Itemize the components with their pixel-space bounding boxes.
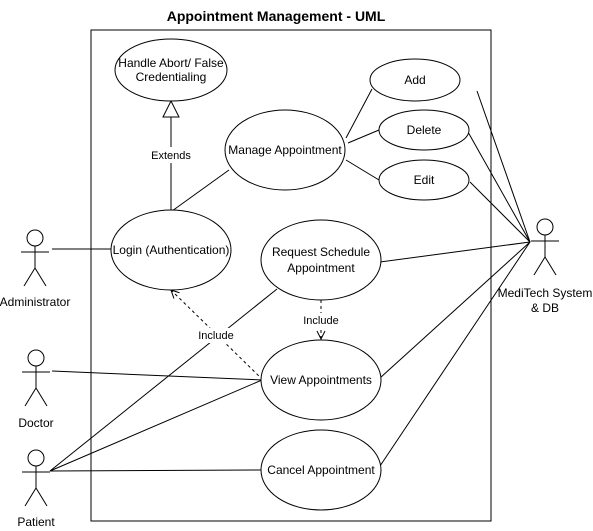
include-label-bg-2	[196, 328, 236, 343]
line-edit-system	[469, 181, 531, 243]
use-case-login-label: Login (Authentication)	[113, 243, 230, 257]
extends-label-bg	[149, 147, 193, 163]
use-case-delete-label: Delete	[407, 123, 442, 137]
use-case-cancel-ellipse	[260, 429, 382, 511]
extends-label: Extends	[151, 150, 191, 162]
use-case-add: Add	[369, 58, 461, 102]
line-patient-cancel	[49, 469, 264, 472]
use-case-delete-ellipse	[378, 109, 470, 151]
actor-doctor-label: Doctor	[18, 416, 53, 430]
line-add-system	[476, 90, 531, 243]
line-manage-delete	[347, 129, 380, 144]
stick-figure-icon	[22, 349, 50, 407]
use-case-add-ellipse	[369, 58, 461, 102]
include-label-bg-1	[301, 313, 341, 328]
actor-doctor: Doctor	[18, 349, 54, 430]
use-case-edit: Edit	[378, 159, 470, 201]
association-lines	[49, 88, 531, 472]
use-case-request: Request Schedule Appointment	[260, 219, 382, 301]
use-case-cancel: Cancel Appointment	[260, 429, 382, 511]
use-case-handle-abort-line1: Handle Abort/ False	[118, 56, 224, 70]
use-case-view-label: View Appointments	[270, 373, 372, 387]
use-case-request-line1: Request Schedule	[272, 245, 370, 259]
line-patient-view	[49, 379, 263, 472]
include-label-view-login: Include	[198, 330, 233, 342]
use-case-edit-label: Edit	[414, 173, 435, 187]
line-patient-request	[49, 288, 278, 472]
line-view-system	[379, 241, 531, 379]
line-login-manage	[171, 169, 230, 212]
use-case-manage-ellipse	[224, 109, 346, 191]
use-case-login-ellipse	[110, 209, 232, 291]
line-manage-edit	[345, 159, 380, 181]
line-doctor-view	[51, 370, 264, 381]
use-case-view: View Appointments	[260, 339, 382, 421]
diagram-title: Appointment Management - UML	[167, 8, 386, 24]
use-case-edit-ellipse	[378, 159, 470, 201]
use-case-cancel-label: Cancel Appointment	[267, 463, 375, 477]
use-case-manage: Manage Appointment	[224, 109, 346, 191]
use-case-handle-abort-line2: Credentialing	[136, 70, 207, 84]
line-delete-system	[467, 131, 531, 243]
use-case-request-ellipse	[260, 219, 382, 301]
stick-figure-icon	[21, 229, 49, 287]
stick-figure-icon	[22, 449, 50, 507]
use-case-login: Login (Authentication)	[110, 209, 232, 291]
use-case-delete: Delete	[378, 109, 470, 151]
use-case-handle-abort-ellipse	[114, 38, 228, 102]
actor-patient: Patient	[17, 449, 55, 529]
use-case-manage-label: Manage Appointment	[228, 143, 342, 157]
line-cancel-system	[379, 241, 531, 467]
include-label-request-view: Include	[303, 315, 338, 327]
line-manage-add	[345, 88, 373, 139]
actor-administrator-label: Administrator	[0, 295, 70, 309]
actor-system-label-line2: & DB	[531, 301, 559, 315]
actor-patient-label: Patient	[17, 515, 55, 529]
use-case-view-ellipse	[260, 339, 382, 421]
use-case-handle-abort: Handle Abort/ False Credentialing	[114, 38, 228, 102]
use-case-request-line2: Appointment	[287, 261, 355, 275]
actor-system-label-line1: MediTech System	[498, 286, 593, 300]
stick-figure-icon	[531, 218, 559, 276]
line-request-system	[379, 241, 531, 263]
extends-arrowhead	[162, 99, 180, 118]
use-case-add-label: Add	[404, 73, 425, 87]
actor-system: MediTech System & DB	[498, 218, 593, 315]
actor-administrator: Administrator	[0, 229, 70, 309]
